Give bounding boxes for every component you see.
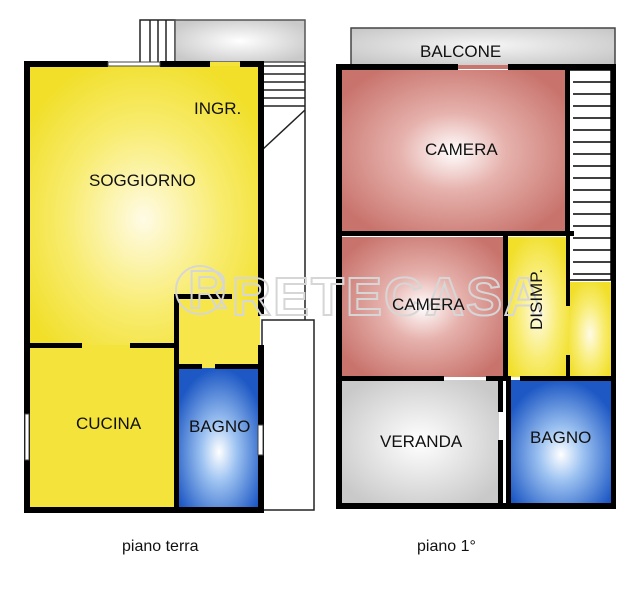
- label-hallway: DISIMP.: [527, 269, 546, 330]
- label-balcony: BALCONE: [420, 42, 501, 61]
- label-ground-bathroom: BAGNO: [189, 417, 250, 436]
- label-first-bathroom: BAGNO: [530, 428, 591, 447]
- label-kitchen: CUCINA: [76, 414, 142, 433]
- hallway-area: [507, 237, 569, 377]
- watermark-text: RETECASA: [232, 267, 545, 327]
- balcony-door: [458, 65, 508, 69]
- first-bathroom-area: [510, 380, 612, 504]
- label-veranda: VERANDA: [380, 432, 463, 451]
- label-entrance: INGR.: [194, 99, 241, 118]
- entrance-door: [210, 62, 240, 66]
- watermark-logo: [175, 265, 225, 315]
- kitchen-area: [27, 345, 177, 508]
- caption-ground-floor: piano terra: [122, 538, 199, 555]
- caption-first-floor: piano 1°: [417, 538, 476, 555]
- internal-stair: [568, 69, 612, 281]
- watermark: R RETECASA: [175, 259, 545, 328]
- hall-area: [178, 300, 260, 368]
- first-walls: [336, 64, 616, 509]
- window-kitchen: [24, 413, 30, 461]
- label-bedroom-2: CAMERA: [392, 295, 465, 314]
- hallway-landing: [569, 282, 611, 377]
- bedroom-1-area: [341, 70, 565, 233]
- exterior-stair: [139, 19, 315, 511]
- window-top: [107, 61, 161, 67]
- label-living-room: SOGGIORNO: [89, 171, 196, 190]
- window-bathroom: [257, 424, 264, 456]
- bedroom-2-area: [341, 237, 505, 377]
- watermark-logo-letter: R: [188, 260, 229, 320]
- balcony-area: [350, 27, 616, 67]
- ground-floor: [24, 19, 315, 513]
- veranda-area: [341, 380, 499, 504]
- label-bedroom-1: CAMERA: [425, 140, 498, 159]
- ground-bathroom-area: [178, 368, 260, 508]
- first-floor: [336, 27, 616, 509]
